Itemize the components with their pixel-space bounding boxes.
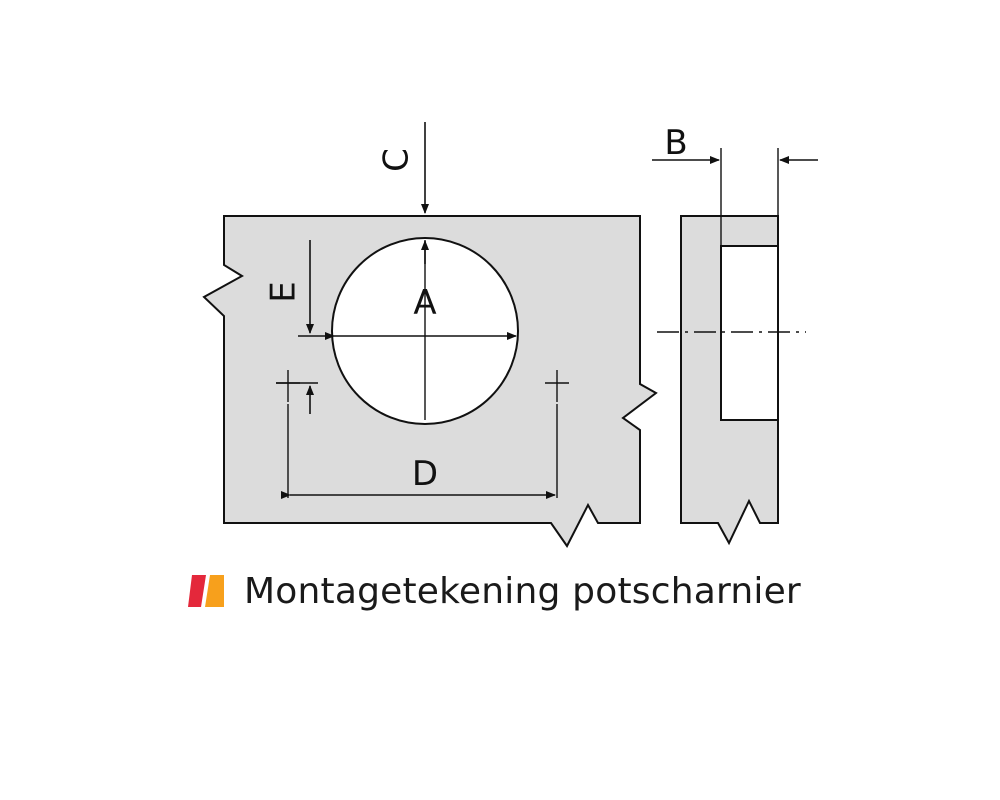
- screw-hole-left: [276, 370, 300, 402]
- dimension-e-label: E: [264, 281, 304, 302]
- caption-row: Montagetekening potscharnier: [188, 566, 801, 616]
- dimension-d-label: D: [412, 454, 438, 494]
- brand-logo-icon: [188, 575, 224, 607]
- screw-hole-right: [545, 370, 569, 402]
- dimension-c-label: C: [377, 148, 417, 172]
- dimension-a-label: A: [413, 283, 436, 323]
- side-view-cup-recess: [720, 245, 779, 421]
- dimension-b-label: B: [664, 123, 687, 163]
- caption-title: Montagetekening potscharnier: [244, 570, 801, 612]
